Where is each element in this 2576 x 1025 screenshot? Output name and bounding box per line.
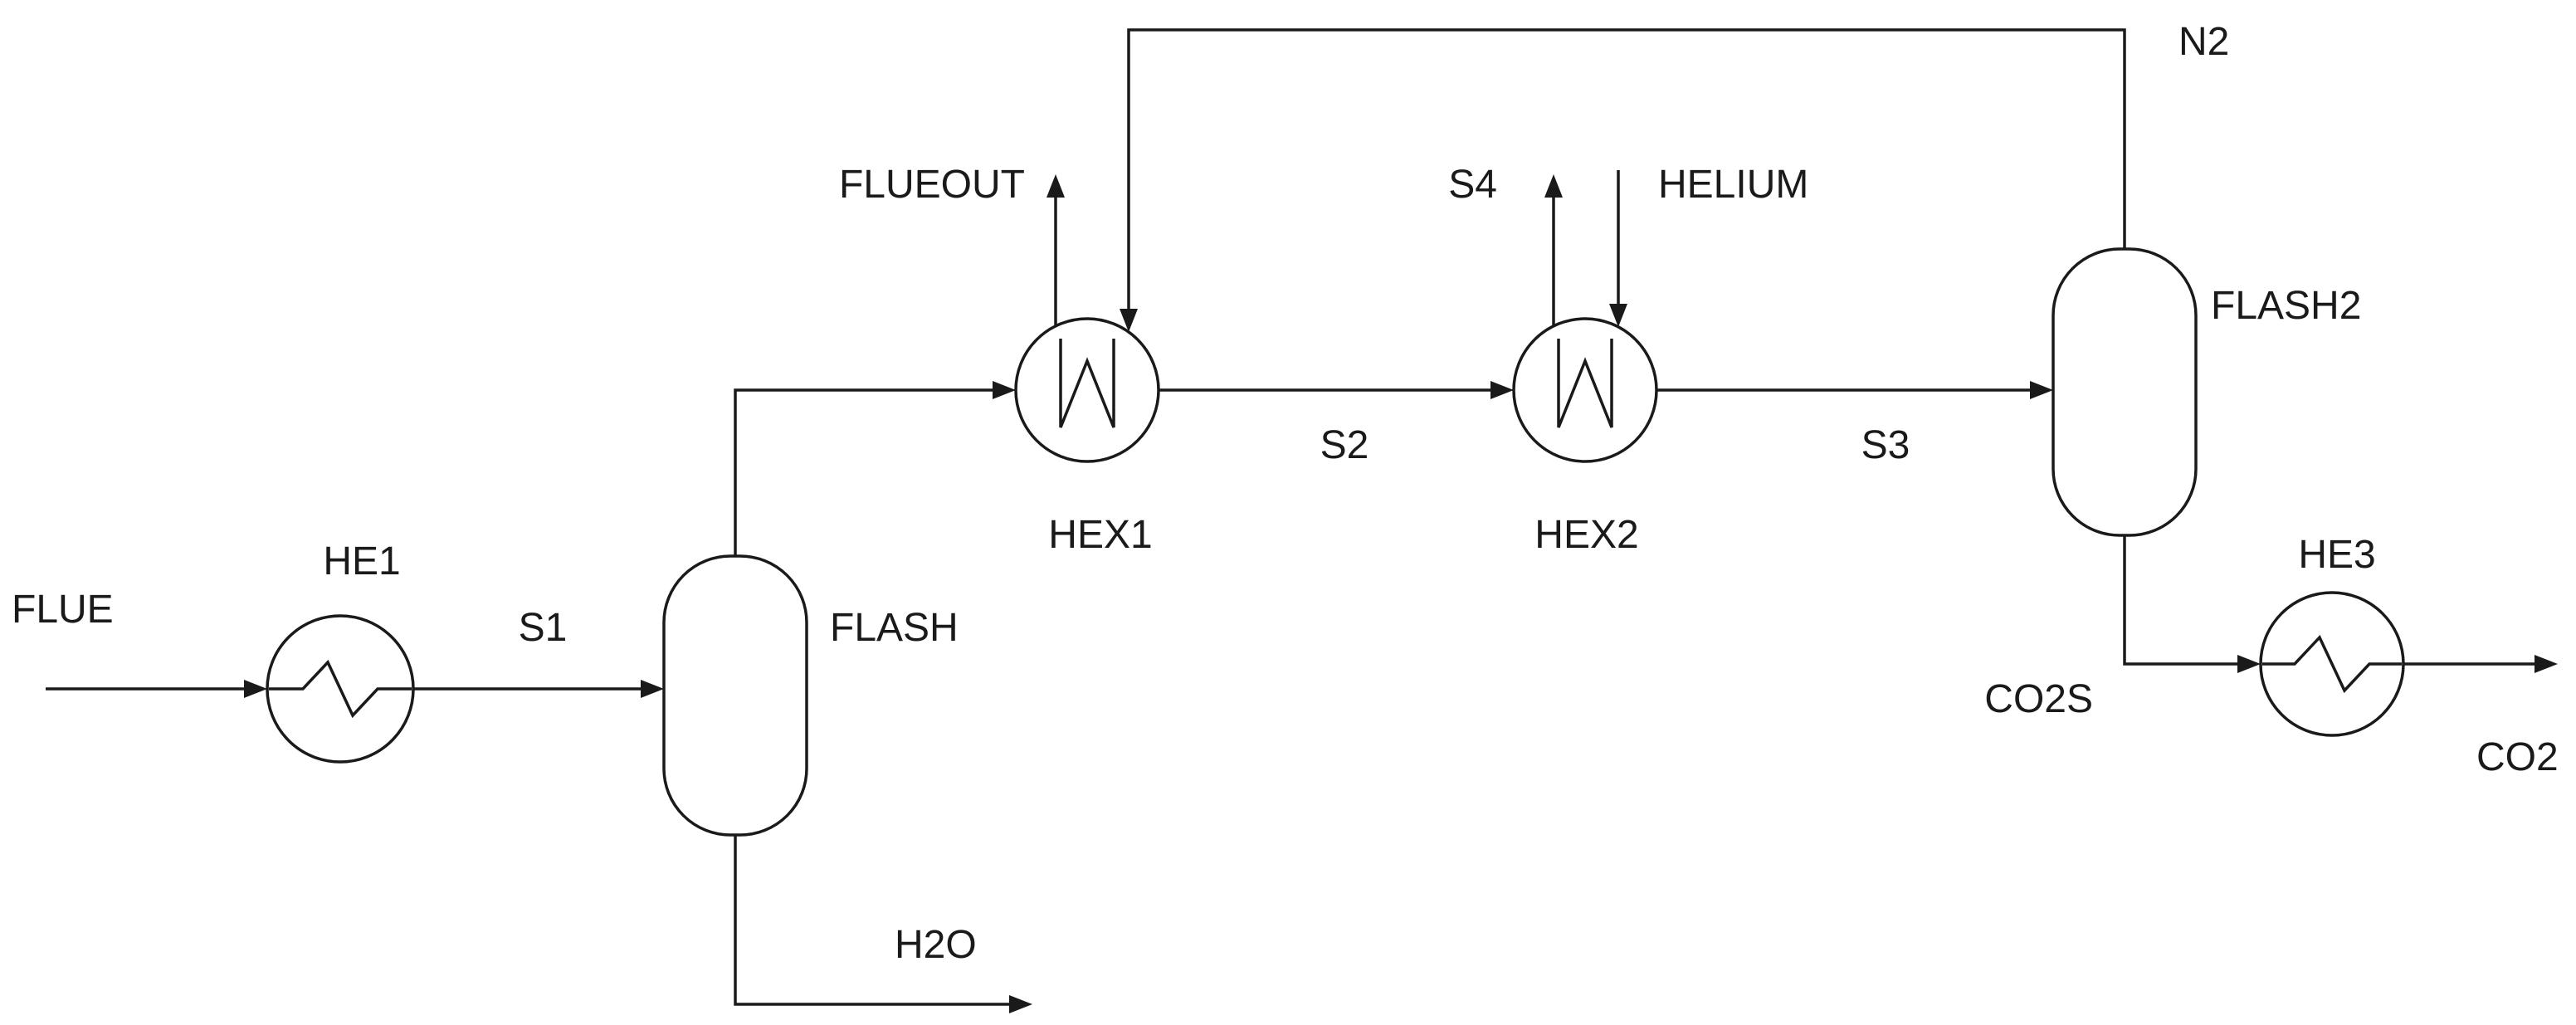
equipment-label-he3: HE3	[2298, 533, 2375, 577]
he3-coil-icon	[2262, 634, 2402, 694]
stream-label-helium: HELIUM	[1658, 163, 1808, 207]
stream-label-h2o: H2O	[895, 923, 977, 967]
stream-co2s-line	[2123, 535, 2237, 666]
stream-h2o-line	[734, 835, 1009, 1006]
stream-co2s-arrow-icon	[2237, 655, 2261, 673]
equipment-label-flash: FLASH	[830, 606, 959, 650]
stream-helium-arrow-icon	[1609, 304, 1627, 327]
stream-label-flueout: FLUEOUT	[839, 163, 1025, 207]
equipment-label-he1: HE1	[323, 539, 400, 583]
stream-s1-arrow-icon	[641, 680, 664, 698]
stream-label-co2s: CO2S	[1984, 677, 2093, 721]
stream-flueout-arrow-icon	[1046, 174, 1065, 198]
stream-flash-overhead-arrow-icon	[993, 381, 1016, 399]
stream-flue-arrow-icon	[244, 680, 267, 698]
hex2-heat-exchanger-symbol	[1512, 317, 1658, 463]
equipment-label-flash2: FLASH2	[2211, 284, 2361, 328]
equipment-label-hex1: HEX1	[1048, 513, 1152, 557]
stream-n2-arrow-icon	[1120, 309, 1138, 332]
stream-h2o-arrow-icon	[1009, 995, 1032, 1013]
stream-label-s2: S2	[1320, 423, 1369, 467]
he1-coil-icon	[269, 659, 412, 719]
stream-label-s1: S1	[519, 606, 568, 650]
stream-label-s3: S3	[1861, 423, 1910, 467]
stream-label-flue: FLUE	[12, 588, 114, 632]
flash-drum-symbol	[662, 554, 808, 837]
hex2-coil-icon	[1557, 339, 1613, 428]
stream-s2-arrow-icon	[1490, 381, 1514, 399]
stream-s4-arrow-icon	[1544, 174, 1563, 198]
equipment-label-hex2: HEX2	[1534, 513, 1638, 557]
flash2-drum-symbol	[2052, 247, 2198, 537]
hex1-heat-exchanger-symbol	[1014, 317, 1160, 463]
stream-label-co2: CO2	[2476, 735, 2559, 779]
stream-n2-line	[1127, 28, 2126, 309]
stream-label-s4: S4	[1448, 163, 1497, 207]
stream-label-n2: N2	[2178, 20, 2229, 64]
hex1-coil-icon	[1059, 339, 1115, 428]
stream-s3-arrow-icon	[2030, 381, 2053, 399]
stream-co2-arrow-icon	[2535, 655, 2558, 673]
stream-flash-overhead-line	[734, 388, 993, 556]
